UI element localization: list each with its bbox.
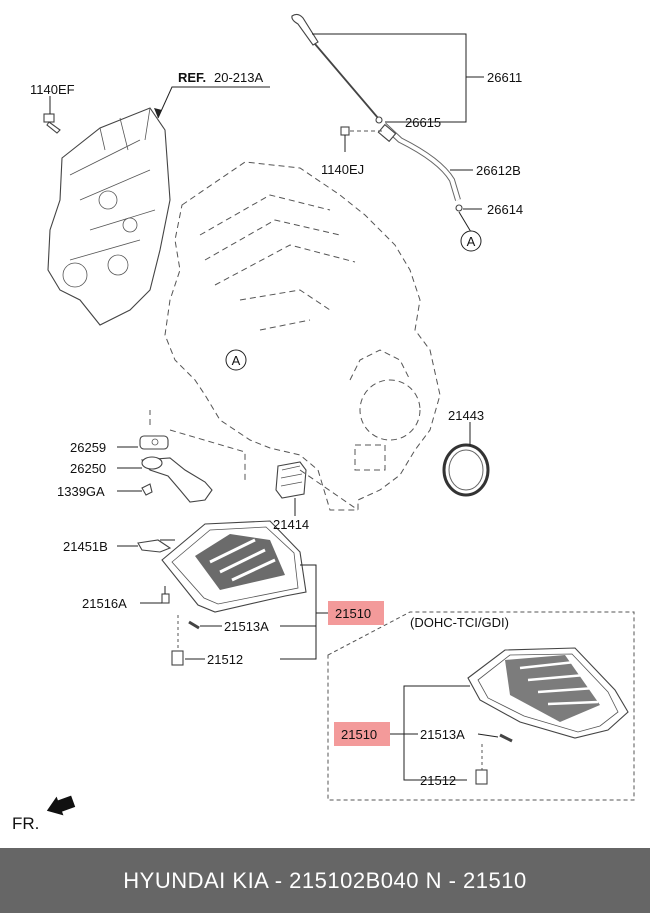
label-21443: 21443: [448, 408, 484, 423]
label-ref: REF.: [178, 70, 206, 85]
dipstick-drawing: [291, 13, 463, 212]
front-arrow-icon: [46, 795, 76, 816]
label-21512-variant: 21512: [420, 773, 456, 788]
label-1339ga: 1339GA: [57, 484, 105, 499]
label-21512-main: 21512: [207, 652, 243, 667]
label-21414: 21414: [273, 517, 309, 532]
oil-strainer-drawing: [139, 410, 246, 503]
engine-block-outline: [164, 161, 441, 511]
label-21513a-variant: 21513A: [420, 727, 465, 742]
label-26611: 26611: [487, 70, 522, 85]
label-21451b: 21451B: [63, 539, 108, 554]
parts-diagram: A A: [12, 13, 635, 833]
label-ref-code: 20-213A: [214, 70, 263, 85]
oil-pan-variant-drawing: [467, 647, 629, 785]
label-26614: 26614: [487, 202, 523, 217]
footer-bar: HYUNDAI KIA - 215102B040 N - 21510: [0, 848, 650, 913]
label-21513a-main: 21513A: [224, 619, 269, 634]
label-variant: (DOHC-TCI/GDI): [410, 615, 509, 630]
label-fr: FR.: [12, 814, 39, 833]
footer-part-number: HYUNDAI KIA - 215102B040 N - 21510: [123, 867, 527, 893]
circle-a-label-engine: A: [232, 353, 241, 368]
oil-pan-drawing: [137, 520, 307, 666]
label-26612b: 26612B: [476, 163, 521, 178]
bolt-1140ef-drawing: [43, 96, 61, 134]
highlight-box-variant: [334, 722, 390, 746]
circle-a-label-tube: A: [467, 234, 476, 249]
label-1140ej: 1140EJ: [321, 162, 364, 177]
label-21510-variant: 21510: [341, 727, 377, 742]
label-26259: 26259: [70, 440, 106, 455]
label-21510-main: 21510: [335, 606, 371, 621]
label-26250: 26250: [70, 461, 106, 476]
label-21516a: 21516A: [82, 596, 127, 611]
timing-cover-drawing: [47, 107, 171, 326]
label-1140ef: 1140EF: [30, 82, 75, 97]
label-26615: 26615: [405, 115, 441, 130]
highlight-box-main: [328, 601, 384, 625]
